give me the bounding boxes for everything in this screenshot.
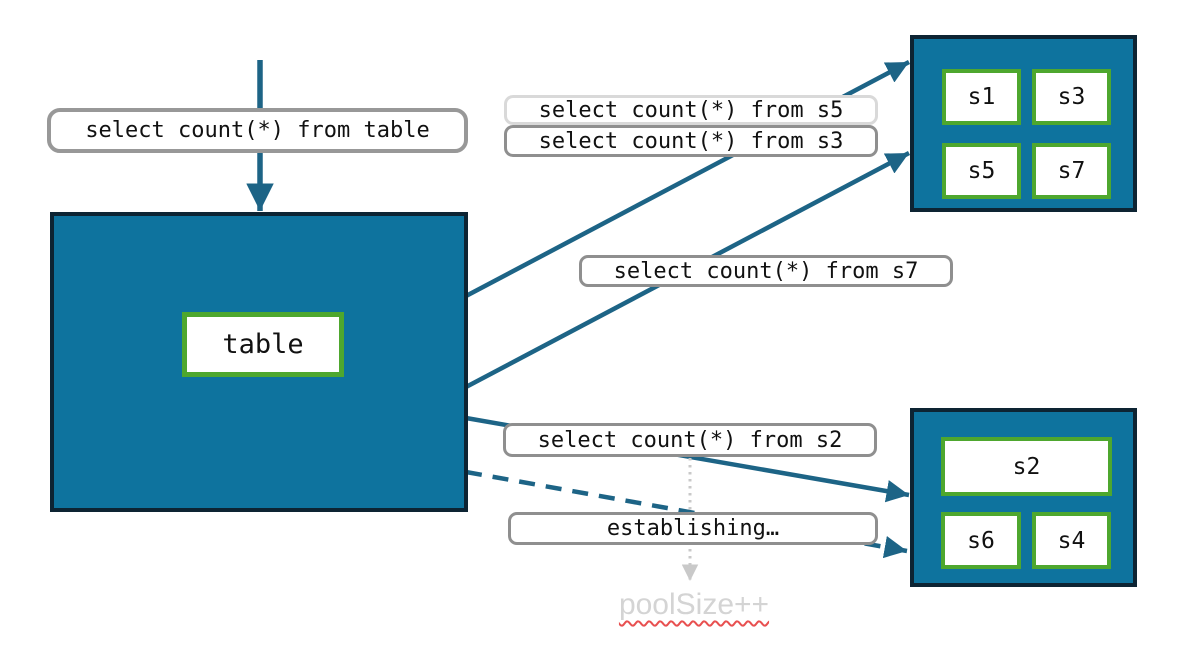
shard-group-top: s1 s3 s5 s7 [910,35,1137,212]
shard-s5-label: s5 [967,158,996,184]
table-box: table [50,212,468,512]
query-label-from-s3: select count(*) from s3 [504,125,878,157]
poolsize-label: poolSize++ [618,588,770,621]
query-label-from-s7: select count(*) from s7 [579,255,953,287]
arrow-table-establishing-dashed [465,469,908,559]
table-label: table [222,329,304,360]
shard-s7-label: s7 [1057,158,1086,184]
query-label-from-table: select count(*) from table [47,108,468,153]
shard-s7: s7 [1032,143,1111,199]
shard-group-bottom: s2 s6 s4 [910,408,1137,587]
shard-s2: s2 [941,437,1112,496]
shard-s6-label: s6 [967,527,995,554]
query-label-from-s5: select count(*) from s5 [504,95,878,125]
shard-s1-label: s1 [967,84,996,110]
shard-s4: s4 [1032,512,1111,569]
shard-s3-label: s3 [1057,84,1086,110]
shard-s3: s3 [1032,69,1111,125]
table-inner-box: table [182,312,344,377]
query-label-from-s2: select count(*) from s2 [503,423,877,457]
label-establishing: establishing… [508,512,878,545]
shard-s1: s1 [942,69,1021,125]
shard-s4-label: s4 [1057,527,1086,554]
shard-s5: s5 [942,143,1021,199]
shard-s6: s6 [941,512,1021,569]
shard-s2-label: s2 [1012,453,1041,480]
